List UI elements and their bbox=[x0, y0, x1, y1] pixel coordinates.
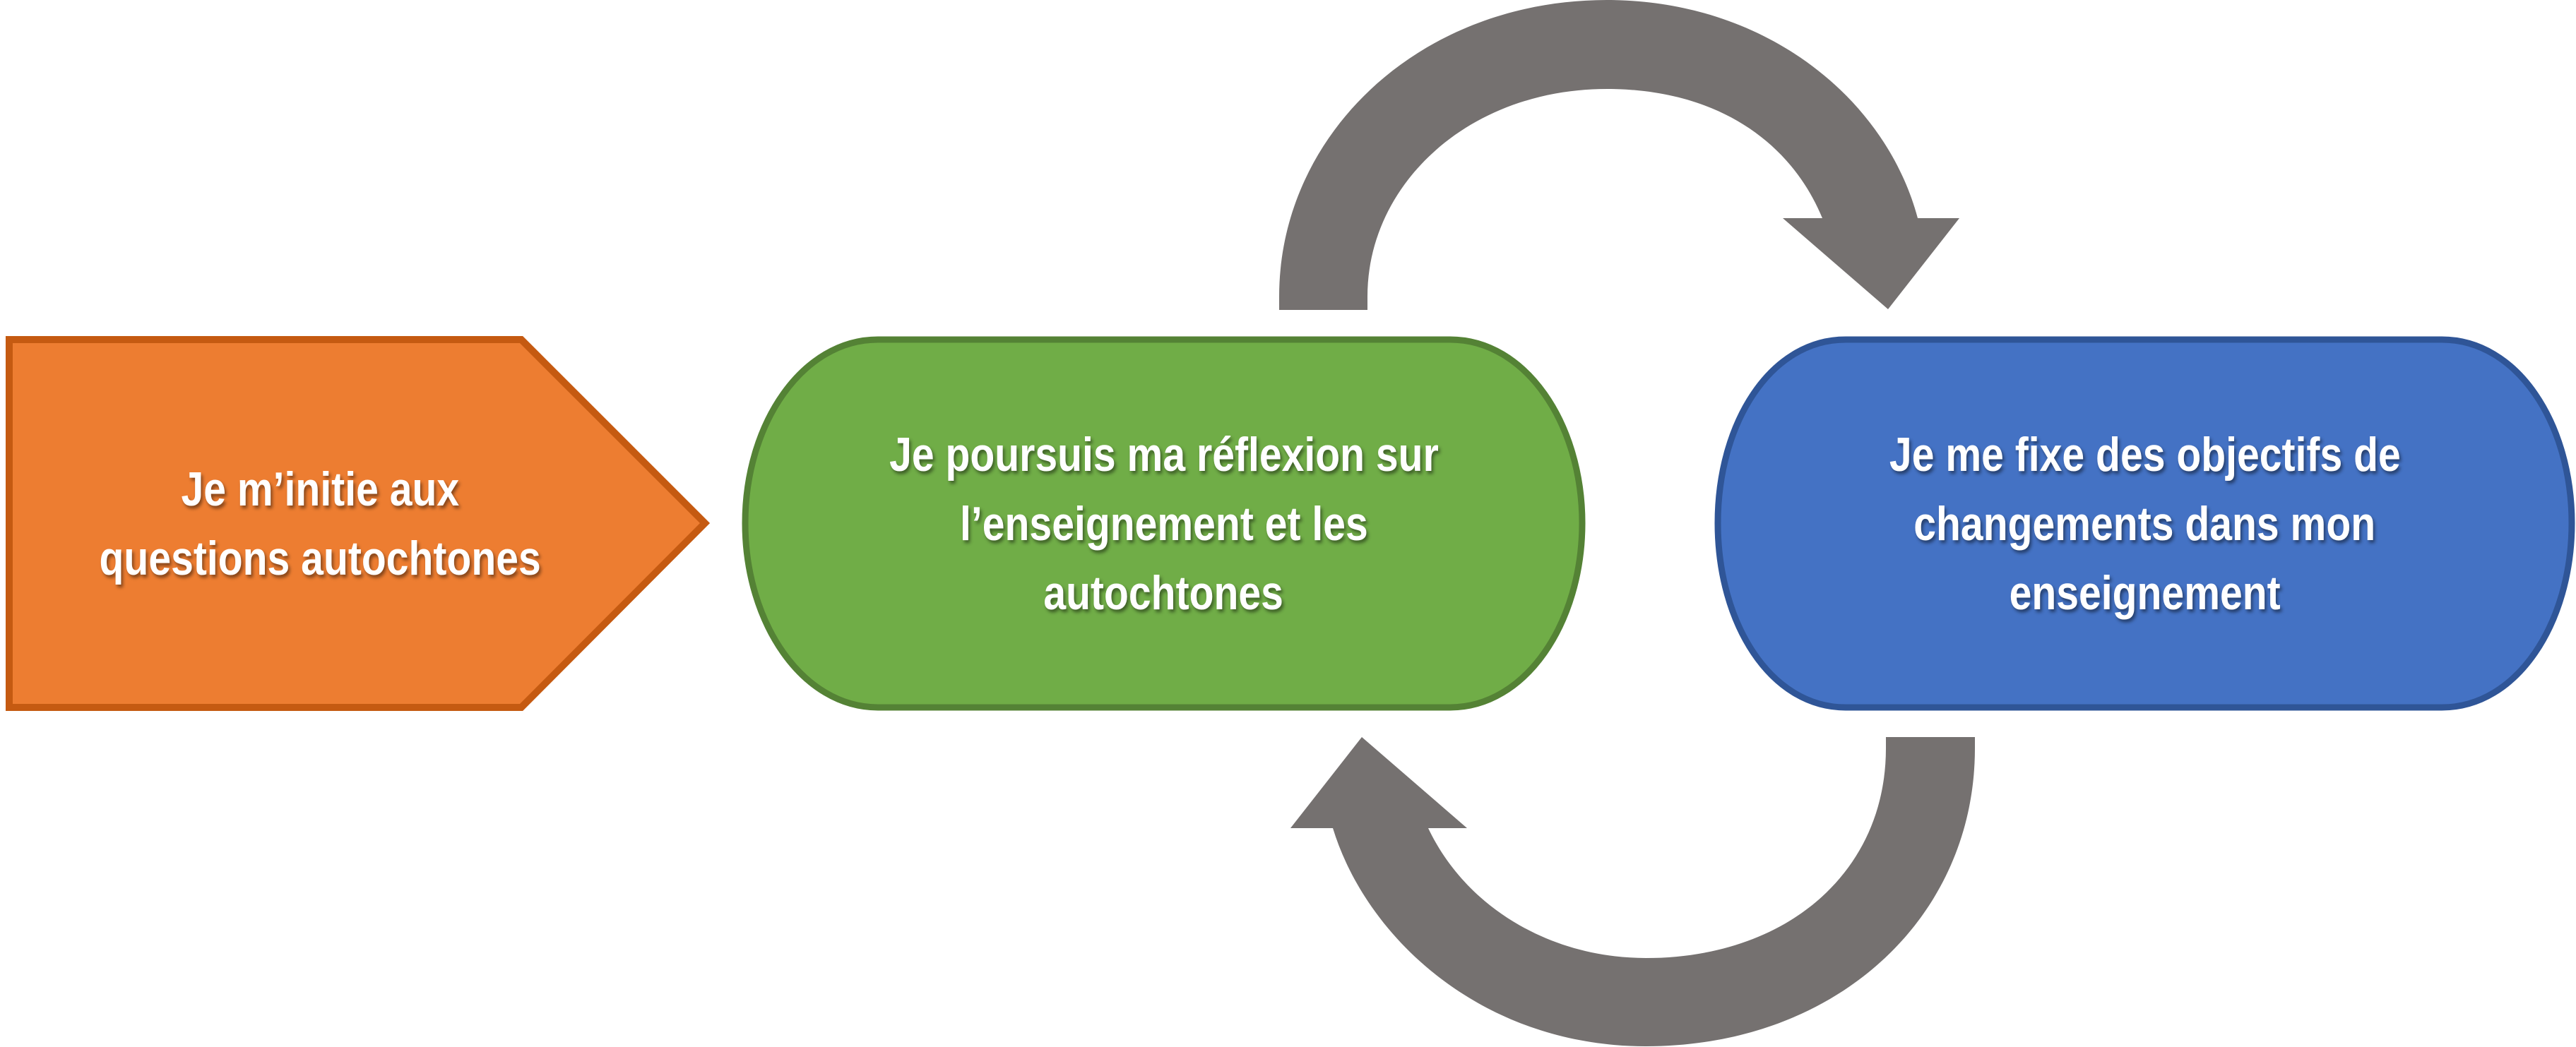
step-reflexion-shape bbox=[742, 336, 1586, 711]
cycle-arrow-bottom-icon bbox=[1290, 737, 1975, 1046]
cycle-arrow-top-icon bbox=[1279, 0, 1959, 310]
step-initiation-shape bbox=[6, 336, 711, 711]
step-objectifs-shape bbox=[1714, 336, 2575, 711]
